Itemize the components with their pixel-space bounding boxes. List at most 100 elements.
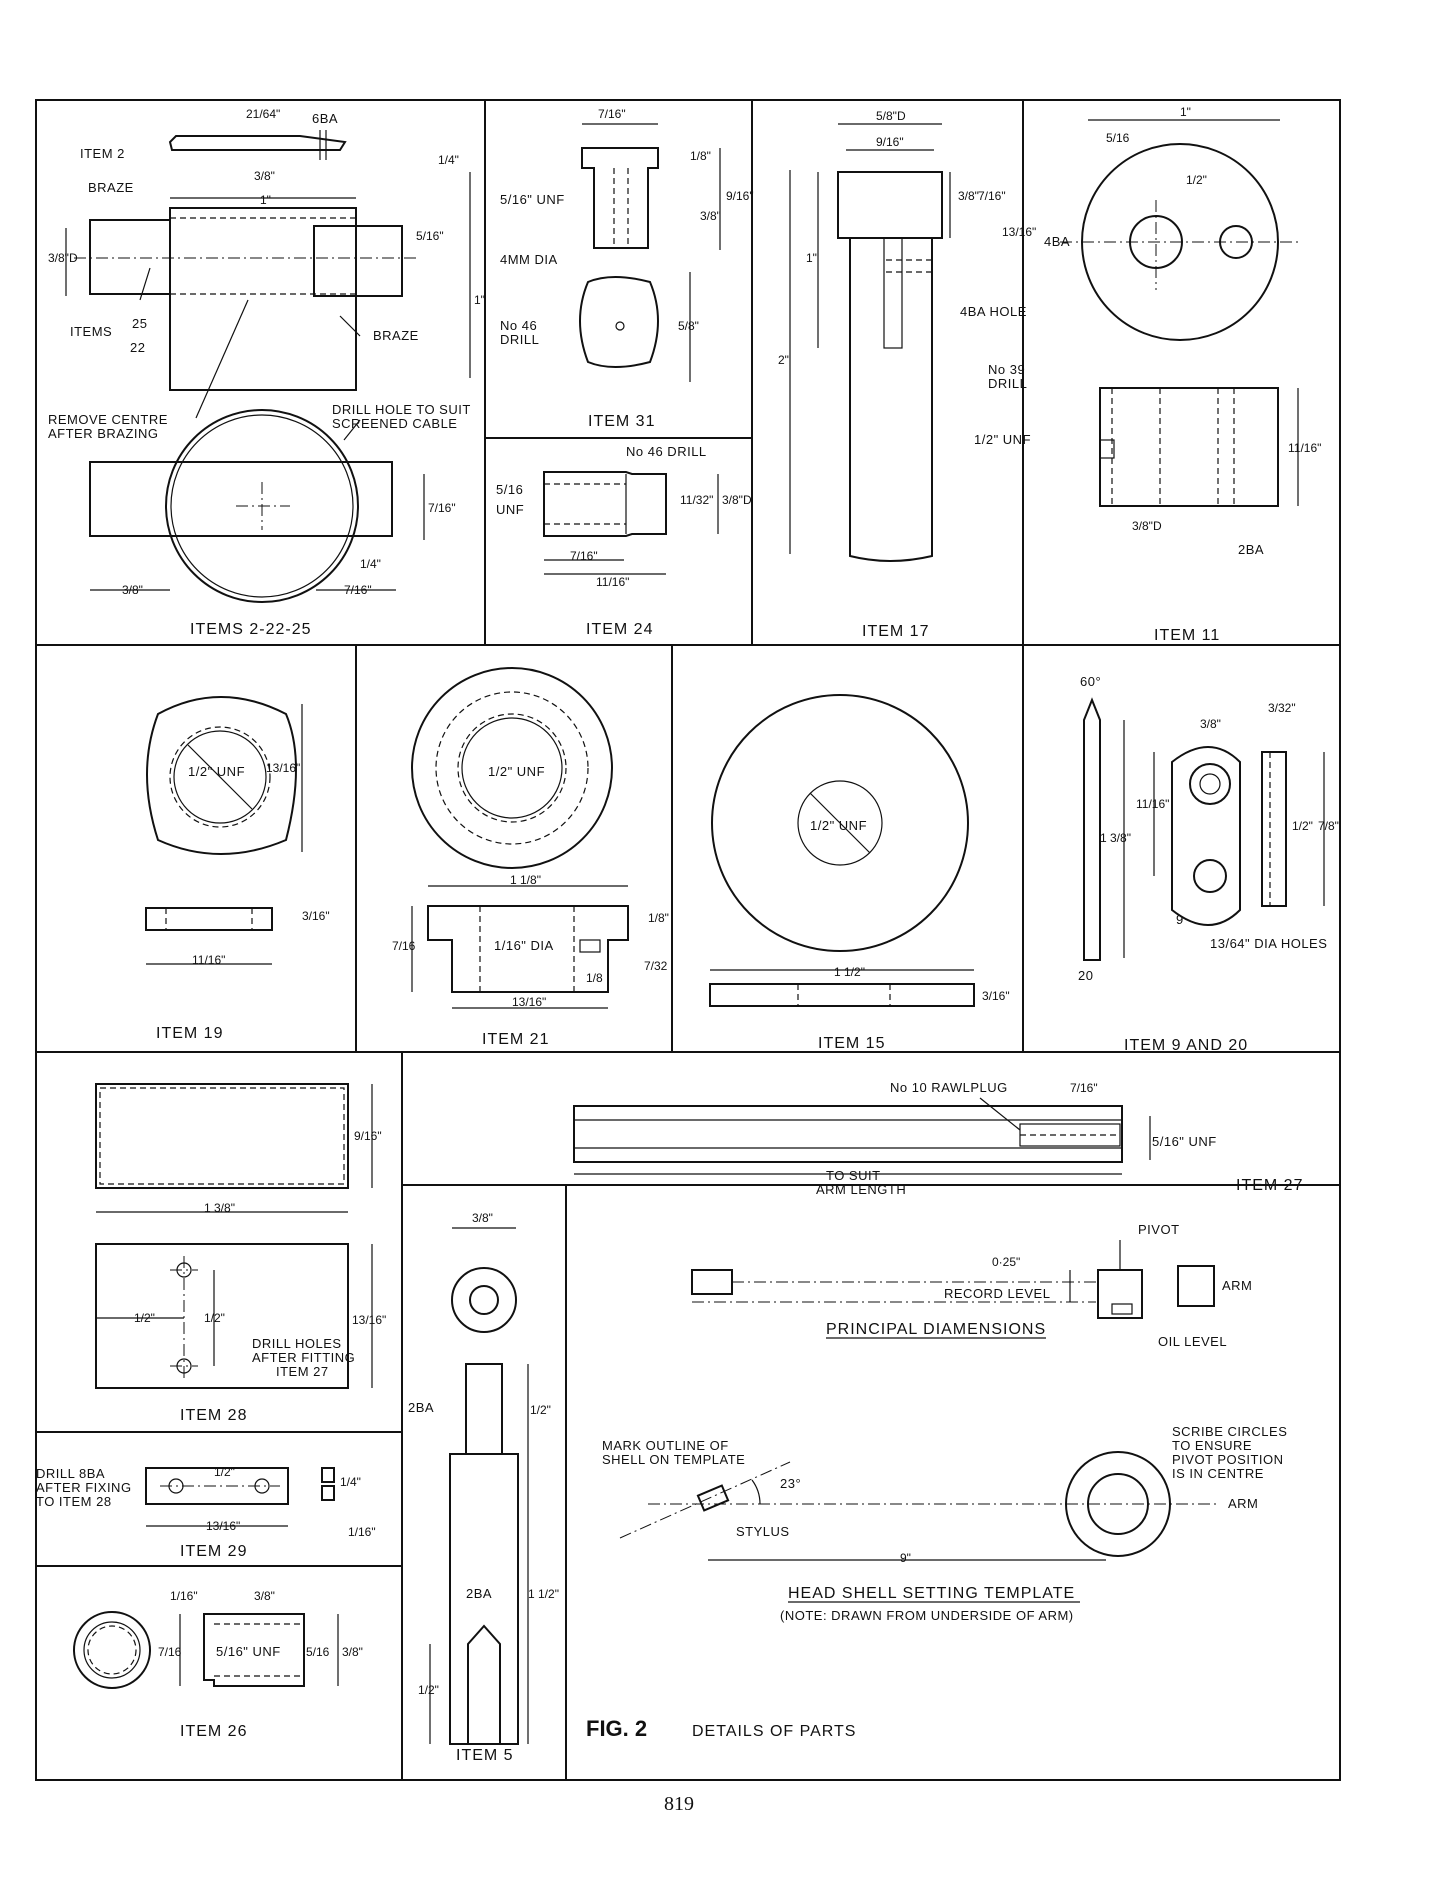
item-31-text: 5/16" UNF 4MM DIA No 46 DRILL 7/16" 1/8"… [500,107,754,430]
item-9-20-text: 60° 3/8" 3/32" 11/16" 1 3/8" 1/2" 7/8" 9… [1078,674,1339,1054]
item-29-text: DRILL 8BA AFTER FIXING TO ITEM 28 1/2" 1… [36,1465,376,1560]
svg-text:3/16": 3/16" [302,909,330,923]
template-drawing [619,1451,1220,1561]
svg-text:BRAZE: BRAZE [373,328,419,343]
item-5-drawing [429,1227,529,1745]
svg-text:SCRIBE CIRCLES: SCRIBE CIRCLES [1172,1424,1287,1439]
svg-text:SCREENED CABLE: SCREENED CABLE [332,416,457,431]
item-19-drawing [145,696,303,965]
item-27-drawing [573,1097,1151,1175]
item-28-drawing [95,1083,373,1389]
svg-text:1 3/8": 1 3/8" [204,1201,235,1215]
svg-text:AFTER BRAZING: AFTER BRAZING [48,426,159,441]
svg-text:3/8": 3/8" [958,189,979,203]
svg-text:0·25": 0·25" [992,1255,1020,1269]
svg-text:UNF: UNF [496,502,524,517]
svg-text:1/8": 1/8" [690,149,711,163]
principal-dimensions-text: PIVOT 0·25" RECORD LEVEL ARM OIL LEVEL P… [826,1222,1252,1349]
panel-frames [35,99,1341,1781]
svg-text:9/16": 9/16" [354,1129,382,1143]
template-note: (NOTE: DRAWN FROM UNDERSIDE OF ARM) [780,1608,1074,1623]
item-17-text: 5/8"D 9/16" 3/8" 7/16" 13/16" 1" 2" 4BA … [778,109,1036,640]
svg-text:1/8": 1/8" [648,911,669,925]
svg-text:1 1/2": 1 1/2" [834,965,865,979]
svg-text:SHELL ON TEMPLATE: SHELL ON TEMPLATE [602,1452,745,1467]
item-26-drawing [73,1611,339,1689]
svg-text:7/8": 7/8" [1318,819,1339,833]
template-title: HEAD SHELL SETTING TEMPLATE [788,1585,1075,1602]
svg-text:No 46 DRILL: No 46 DRILL [626,444,707,459]
svg-text:1/4": 1/4" [360,557,381,571]
svg-text:23°: 23° [780,1476,801,1491]
svg-text:3/8"D: 3/8"D [722,493,752,507]
svg-text:11/16": 11/16" [1136,797,1169,811]
svg-text:7/16": 7/16" [428,501,456,515]
svg-text:TO ENSURE: TO ENSURE [1172,1438,1252,1453]
svg-text:5/16: 5/16 [496,482,523,497]
svg-text:11/16": 11/16" [1288,441,1321,455]
svg-text:13/64" DIA HOLES: 13/64" DIA HOLES [1210,936,1327,951]
svg-text:DRILL: DRILL [988,376,1027,391]
svg-text:7/32: 7/32 [644,959,668,973]
svg-text:5/16" UNF: 5/16" UNF [1152,1134,1217,1149]
svg-text:7/16": 7/16" [1070,1081,1098,1095]
svg-text:20: 20 [1078,968,1093,983]
svg-text:1/4": 1/4" [438,153,459,167]
svg-text:1/2": 1/2" [418,1683,439,1697]
item-21-text: 1/2" UNF 1 1/8" 1/8" 7/16 1/16" DIA 7/32… [392,764,669,1048]
principal-dimensions-drawing [691,1240,1215,1319]
item-19-title: ITEM 19 [156,1025,223,1042]
svg-text:1": 1" [1180,105,1191,119]
svg-text:ITEM 27: ITEM 27 [276,1364,329,1379]
svg-text:5/8": 5/8" [678,319,699,333]
svg-text:13/16": 13/16" [1002,225,1036,239]
svg-text:ITEMS: ITEMS [70,324,112,339]
svg-text:7/16": 7/16" [598,107,626,121]
svg-text:7/16: 7/16 [158,1645,182,1659]
svg-text:5/16": 5/16" [416,229,444,243]
svg-text:1 3/8": 1 3/8" [1100,831,1131,845]
figure-number: FIG. 2 [586,1716,647,1741]
svg-text:1": 1" [260,193,271,207]
item-27-title: ITEM 27 [1236,1177,1303,1194]
svg-text:AFTER FITTING: AFTER FITTING [252,1350,355,1365]
svg-text:3/8": 3/8" [1200,717,1221,731]
svg-text:1": 1" [474,293,485,307]
svg-text:1/16": 1/16" [170,1589,198,1603]
svg-text:3/8": 3/8" [254,169,275,183]
svg-text:ARM LENGTH: ARM LENGTH [816,1182,906,1197]
svg-text:DRILL HOLE TO SUIT: DRILL HOLE TO SUIT [332,402,471,417]
item-11-text: 1" 5/16 1/2" 4BA 11/16" 3/8"D 2BA ITEM 1… [1044,105,1321,644]
item-24-drawing [543,471,719,575]
svg-text:ARM: ARM [1222,1278,1252,1293]
svg-text:2BA: 2BA [408,1400,434,1415]
principal-dimensions-title: PRINCIPAL DIAMENSIONS [826,1321,1046,1338]
svg-text:60°: 60° [1080,674,1101,689]
svg-text:5/16" UNF: 5/16" UNF [216,1644,281,1659]
svg-text:DRILL 8BA: DRILL 8BA [36,1466,105,1481]
item-17-drawing [789,123,951,562]
page-number: 819 [664,1793,694,1815]
svg-text:13/16": 13/16" [512,995,546,1009]
svg-text:6BA: 6BA [312,111,338,126]
svg-text:1/2": 1/2" [1186,173,1207,187]
svg-text:STYLUS: STYLUS [736,1524,790,1539]
item-5-title: ITEM 5 [456,1747,514,1764]
svg-text:1/2": 1/2" [134,1311,155,1325]
svg-text:OIL LEVEL: OIL LEVEL [1158,1334,1227,1349]
items-2-22-25-title: ITEMS 2-22-25 [190,621,311,638]
items-2-22-25-drawing [65,130,471,603]
svg-text:9: 9 [1176,912,1184,927]
svg-text:11/16": 11/16" [192,953,225,967]
svg-text:3/8": 3/8" [700,209,721,223]
svg-text:7/16": 7/16" [570,549,598,563]
item-24-text: No 46 DRILL 5/16 UNF 11/32" 3/8"D 7/16" … [496,444,752,638]
svg-text:3/8": 3/8" [342,1645,363,1659]
item-31-drawing [579,123,721,382]
svg-text:1/8: 1/8 [586,971,603,985]
svg-text:7/16: 7/16 [392,939,416,953]
svg-text:22: 22 [130,340,145,355]
item-27-text: No 10 RAWLPLUG 7/16" 5/16" UNF TO SUIT A… [816,1080,1303,1197]
svg-text:AFTER FIXING: AFTER FIXING [36,1480,132,1495]
item-15-drawing [709,694,975,1007]
